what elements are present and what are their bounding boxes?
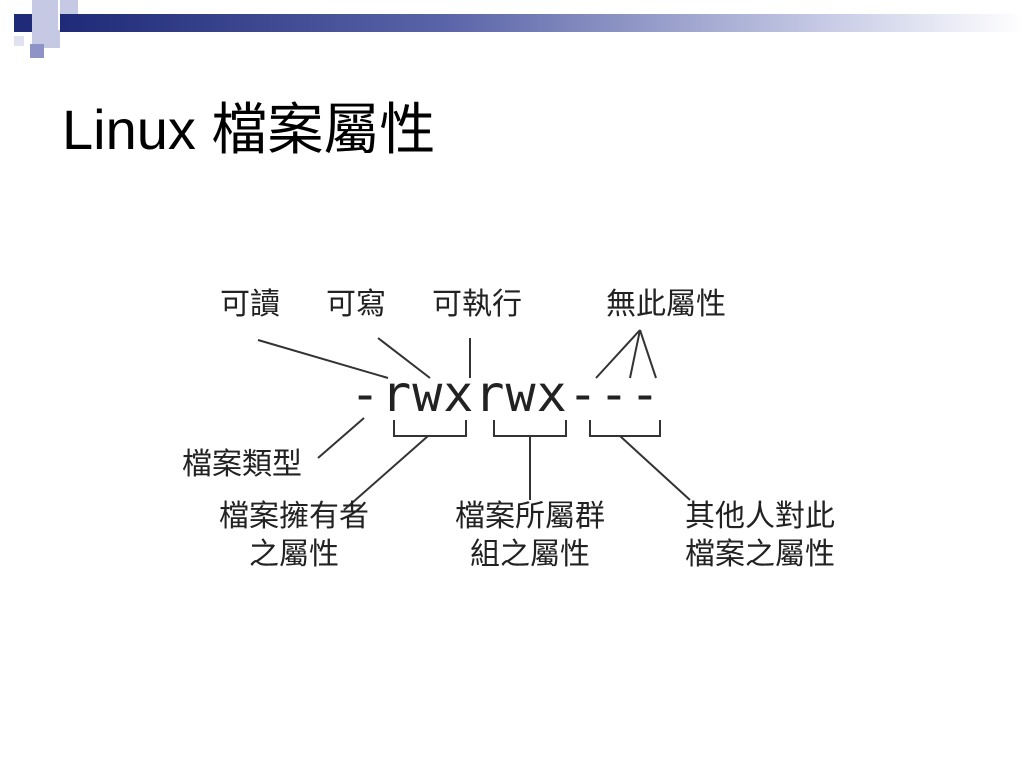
label-read: 可讀: [220, 287, 280, 322]
header-decoration: [30, 44, 44, 58]
label-file-type: 檔案類型: [182, 447, 302, 482]
label-write: 可寫: [326, 287, 386, 322]
label-others-line1: 其他人對此: [685, 499, 835, 534]
label-owner-line1: 檔案擁有者: [219, 499, 369, 534]
file-type-connector: [317, 417, 365, 459]
label-group-line1: 檔案所屬群: [455, 499, 605, 534]
header-decoration: [32, 0, 58, 30]
slide-title: Linux 檔案屬性: [62, 98, 436, 161]
label-owner: 檔案擁有者 之屬性: [219, 498, 369, 574]
none-connector: [595, 329, 641, 379]
header-decoration: [14, 14, 32, 32]
owner-bracket: [393, 420, 467, 437]
label-others-line2: 檔案之屬性: [685, 537, 835, 572]
label-others: 其他人對此 檔案之屬性: [685, 498, 835, 574]
permission-string: -rwxrwx---: [350, 365, 662, 423]
header-gradient-bar: [60, 14, 1024, 32]
label-group-line2: 組之屬性: [470, 537, 590, 572]
others-connector: [619, 435, 691, 501]
none-connector: [639, 329, 657, 379]
header-decoration: [32, 30, 60, 48]
owner-connector: [343, 435, 429, 511]
label-no-attribute: 無此屬性: [606, 287, 726, 322]
read-connector: [257, 339, 389, 379]
none-connector: [629, 329, 641, 379]
label-execute: 可執行: [432, 287, 522, 322]
others-bracket: [589, 420, 661, 437]
label-owner-line2: 之屬性: [249, 537, 339, 572]
header-decoration: [60, 0, 78, 14]
label-group: 檔案所屬群 組之屬性: [455, 498, 605, 574]
write-connector: [377, 337, 431, 379]
header-decoration: [14, 36, 24, 46]
